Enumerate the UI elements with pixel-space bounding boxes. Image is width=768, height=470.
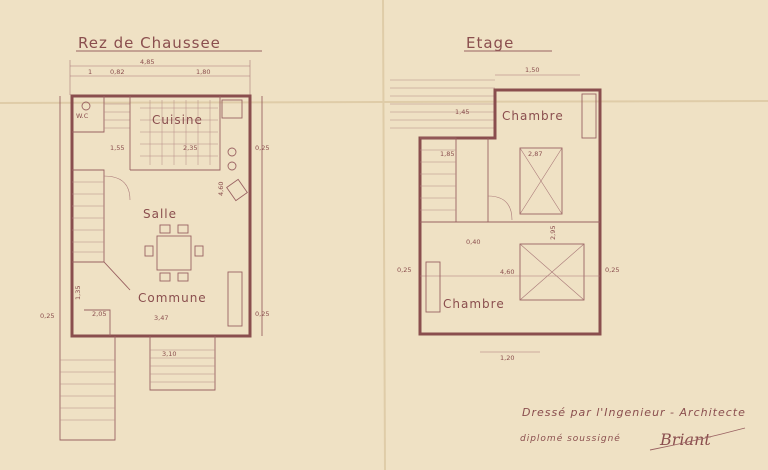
ground-dim-d2: 2,35 [183,144,197,152]
corner-fireplace-icon [226,178,248,202]
ground-entry-steps: 3,10 [149,336,216,391]
ground-dim-w2: 0,82 [110,68,124,76]
upper-floor-plan: Etage 1,50 Chambre 2,87 [390,34,619,362]
hall-closet [84,309,111,336]
kitchen-stove-icon [227,147,237,157]
signature-flourish [649,427,746,451]
upper-dim-d4: 4,60 [500,268,514,276]
upper-bedroom-top-label: Chambre [502,109,564,123]
footer-line-1: Dressé par l'Ingenieur - Architecte [522,406,746,419]
wc-toilet-icon [81,101,91,111]
upper-dim-top-width: 1,50 [525,66,539,74]
ground-front-steps [104,96,131,170]
ground-dim-d1: 1,55 [110,144,124,152]
ground-cellar-steps [59,336,116,441]
upper-dim-d5: 0,25 [397,266,411,274]
ground-dim-d6: 2,05 [92,310,106,318]
kitchen-floor-tiles [140,100,218,165]
ground-floor-title: Rez de Chaussee [78,34,221,52]
kitchen-walls [130,96,221,171]
upper-dim-d9: 1,85 [440,150,454,158]
upper-bed-top [519,147,563,215]
hall-walls [72,261,131,291]
signature-block: Dressé par l'Ingenieur - Architecte dipl… [520,406,746,451]
upper-dim-d8: 0,40 [466,238,480,246]
ground-dim-d5: 1,35 [74,286,82,300]
upper-bed-bottom-cross-2 [519,243,585,301]
ground-dim-w1: 1 [88,68,92,76]
architect-signature: Briant [659,430,711,449]
ground-dim-total-width: 4,85 [140,58,154,66]
upper-dim-d7: 1,20 [500,354,514,362]
living-room-label-1: Salle [143,207,177,221]
ground-dim-d7: 3,47 [154,314,168,322]
upper-wardrobe-bottom [425,261,441,313]
upper-staircase: 1,85 1,45 [420,108,469,223]
upper-bed-top-cross-2 [519,147,563,215]
upper-wardrobe-top [581,93,597,139]
ground-outer-walls [70,94,252,338]
upper-floor-title: Etage [466,34,514,52]
ground-dim-w3: 1,80 [196,68,210,76]
ground-dim-d4: 4,60 [217,182,225,196]
upper-dim-d3: 2,95 [549,226,557,240]
upper-door-swing [487,195,513,221]
upper-dim-d1: 1,45 [455,108,469,116]
ground-dim-d10: 3,10 [162,350,176,358]
upper-dim-d6: 0,25 [605,266,619,274]
fold-crease-vertical [382,0,386,470]
upper-outer-walls [418,88,602,336]
ground-dim-d9: 0,25 [255,310,269,318]
upper-roof-hatching [390,79,495,129]
living-room-label-2: Commune [138,291,207,305]
wc-label: W.C [76,112,89,120]
ground-staircase [72,169,131,263]
kitchen-label: Cuisine [152,113,203,127]
wc-walls [72,96,105,133]
kitchen-sink-icon [221,99,243,119]
dining-table-icon [144,224,204,282]
ground-dim-d8: 0,25 [40,312,54,320]
kitchen-burner-icon [227,161,237,171]
upper-bed-bottom [519,243,585,301]
ground-dim-d3: 0,25 [255,144,269,152]
footer-line-2: diplomé soussigné [520,433,621,444]
sideboard-icon [227,271,243,327]
upper-dim-d2: 2,87 [528,150,542,158]
upper-bedroom-bottom-label: Chambre [443,297,505,311]
ground-floor-plan: Rez de Chaussee 4,85 1 0,82 1,80 W.C [40,34,269,441]
